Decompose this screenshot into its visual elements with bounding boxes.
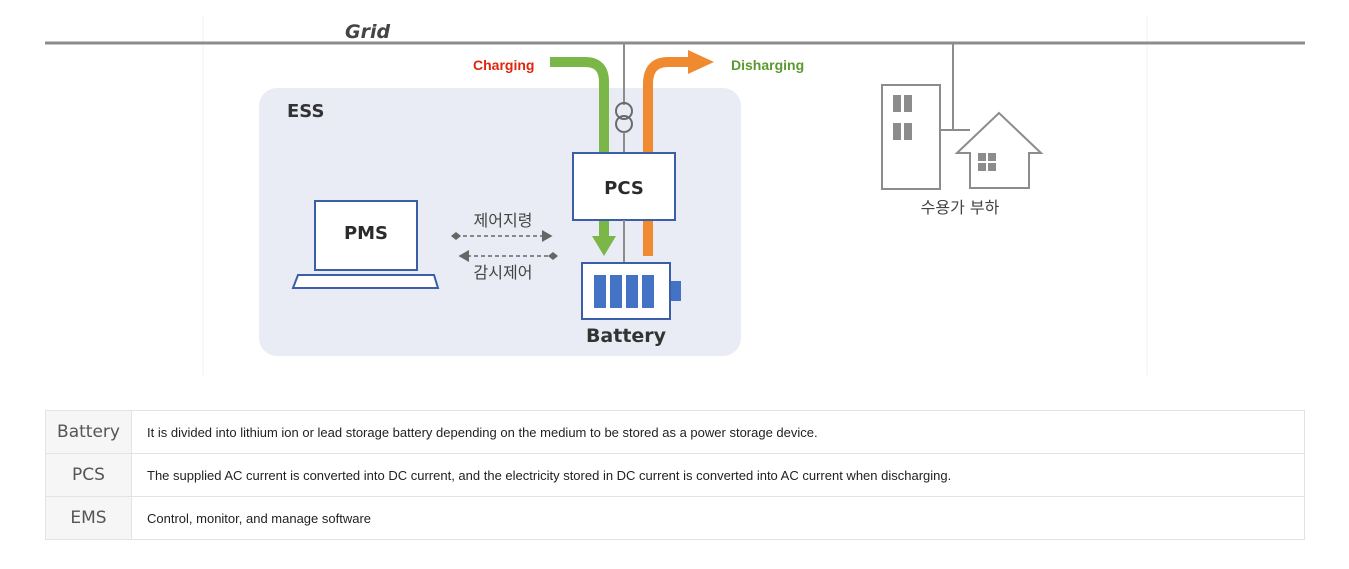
- consumer-load-label: 수용가 부하: [921, 198, 1000, 217]
- charging-arrow: [550, 57, 616, 256]
- grid-label: Grid: [345, 21, 390, 43]
- legend-table: Battery It is divided into lithium ion o…: [45, 410, 1305, 540]
- monitor-control-arrow: [458, 250, 558, 262]
- discharging-label: Disharging: [731, 57, 804, 73]
- building-icon: [881, 84, 941, 190]
- legend-term: Battery: [45, 410, 132, 454]
- table-row: PCS The supplied AC current is converted…: [45, 453, 1305, 497]
- pms-label: PMS: [344, 223, 388, 244]
- monitor-control-label: 감시제어: [474, 263, 533, 282]
- ess-label: ESS: [287, 101, 324, 122]
- legend-term: EMS: [45, 496, 132, 540]
- discharging-arrow: [643, 50, 714, 256]
- house-icon: [954, 111, 1044, 189]
- legend-description: It is divided into lithium ion or lead s…: [131, 410, 1305, 454]
- pcs-label: PCS: [604, 178, 644, 199]
- legend-term: PCS: [45, 453, 132, 497]
- legend-description: Control, monitor, and manage software: [131, 496, 1305, 540]
- table-row: EMS Control, monitor, and manage softwar…: [45, 496, 1305, 540]
- control-command-arrow: [451, 230, 553, 242]
- laptop-icon: [291, 200, 440, 289]
- control-command-label: 제어지령: [474, 211, 533, 230]
- ess-diagram: Grid ESS Charging Disharging PCS Battery…: [45, 15, 1305, 375]
- table-row: Battery It is divided into lithium ion o…: [45, 410, 1305, 454]
- battery-icon: [581, 262, 681, 320]
- battery-label: Battery: [586, 325, 667, 347]
- legend-description: The supplied AC current is converted int…: [131, 453, 1305, 497]
- charging-label: Charging: [473, 57, 534, 73]
